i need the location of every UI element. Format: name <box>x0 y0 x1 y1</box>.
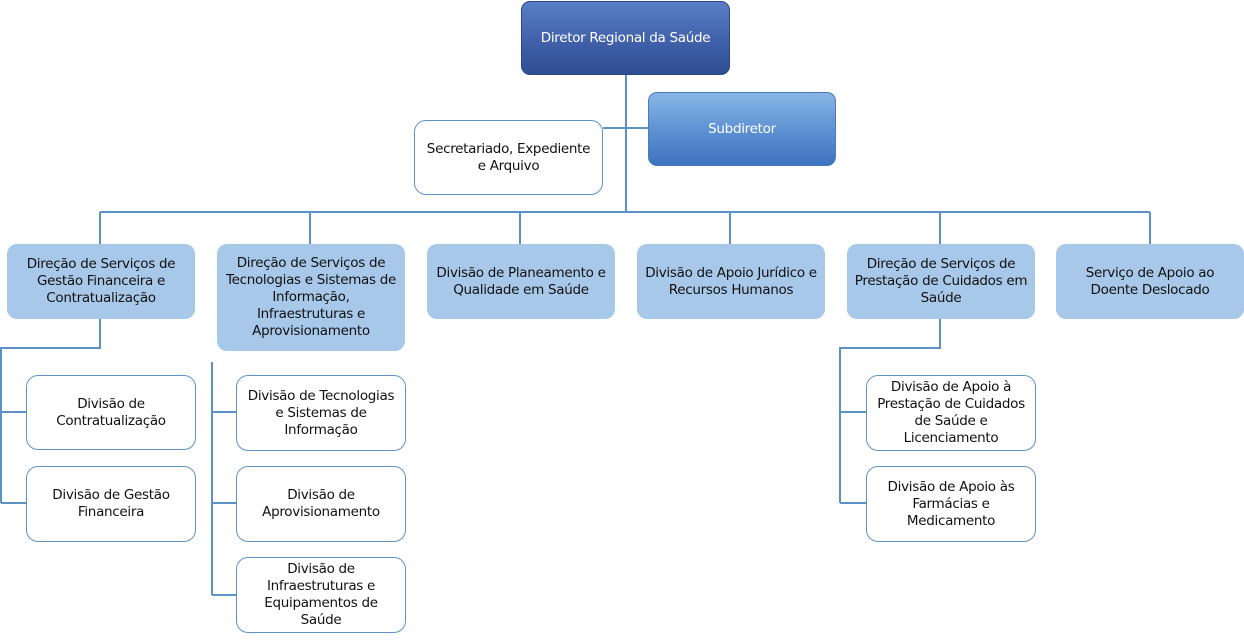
child-box-pharmacies: Divisão de Apoio às Farmácias e Medicame… <box>866 466 1036 542</box>
child-label: Divisão de Contratualização <box>56 395 166 429</box>
unit-box-patient-support: Serviço de Apoio ao Doente Deslocado <box>1056 244 1244 319</box>
unit-2-children-connector <box>211 362 236 596</box>
unit-1-children-connector <box>0 319 101 504</box>
child-label: Divisão de Infraestruturas e Equipamento… <box>264 561 378 628</box>
child-label: Divisão de Gestão Financeira <box>52 487 170 520</box>
unit-label: Divisão de Apoio Jurídico e Recursos Hum… <box>645 264 817 298</box>
child-box-care-licensing: Divisão de Apoio à Prestação de Cuidados… <box>866 375 1036 451</box>
unit-label: Divisão de Planeamento e Qualidade em Sa… <box>436 264 606 298</box>
unit-box-planning: Divisão de Planeamento e Qualidade em Sa… <box>427 244 615 319</box>
unit-label: Direção de Serviços de Gestão Financeira… <box>26 256 176 306</box>
child-label: Divisão de Aprovisionamento <box>262 487 380 520</box>
director-box: Diretor Regional da Saúde <box>521 1 730 75</box>
subdirector-label: Subdiretor <box>708 120 776 137</box>
unit-label: Direção de Serviços de Prestação de Cuid… <box>854 256 1028 306</box>
director-label: Diretor Regional da Saúde <box>540 29 711 46</box>
child-box-information-systems: Divisão de Tecnologias e Sistemas de Inf… <box>236 375 406 451</box>
unit-5-children-connector <box>839 319 941 504</box>
secretariat-box: Secretariado, Expediente e Arquivo <box>414 120 603 195</box>
unit-box-financial: Direção de Serviços de Gestão Financeira… <box>7 244 195 319</box>
unit-box-legal-hr: Divisão de Apoio Jurídico e Recursos Hum… <box>637 244 825 319</box>
unit-box-technologies: Direção de Serviços de Tecnologias e Sis… <box>217 244 405 351</box>
unit-label: Direção de Serviços de Tecnologias e Sis… <box>225 255 397 339</box>
subdirector-box: Subdiretor <box>648 92 836 166</box>
child-label: Divisão de Apoio à Prestação de Cuidados… <box>877 379 1025 446</box>
secretariat-label: Secretariado, Expediente e Arquivo <box>426 140 591 174</box>
child-box-financial-management: Divisão de Gestão Financeira <box>26 466 196 542</box>
child-label: Divisão de Tecnologias e Sistemas de Inf… <box>247 387 395 438</box>
child-box-procurement: Divisão de Aprovisionamento <box>236 466 406 542</box>
unit-label: Serviço de Apoio ao Doente Deslocado <box>1085 264 1215 298</box>
child-box-contracting: Divisão de Contratualização <box>26 375 196 450</box>
child-box-infrastructure: Divisão de Infraestruturas e Equipamento… <box>236 557 406 633</box>
child-label: Divisão de Apoio às Farmácias e Medicame… <box>887 478 1015 529</box>
unit-box-care: Direção de Serviços de Prestação de Cuid… <box>847 244 1035 319</box>
